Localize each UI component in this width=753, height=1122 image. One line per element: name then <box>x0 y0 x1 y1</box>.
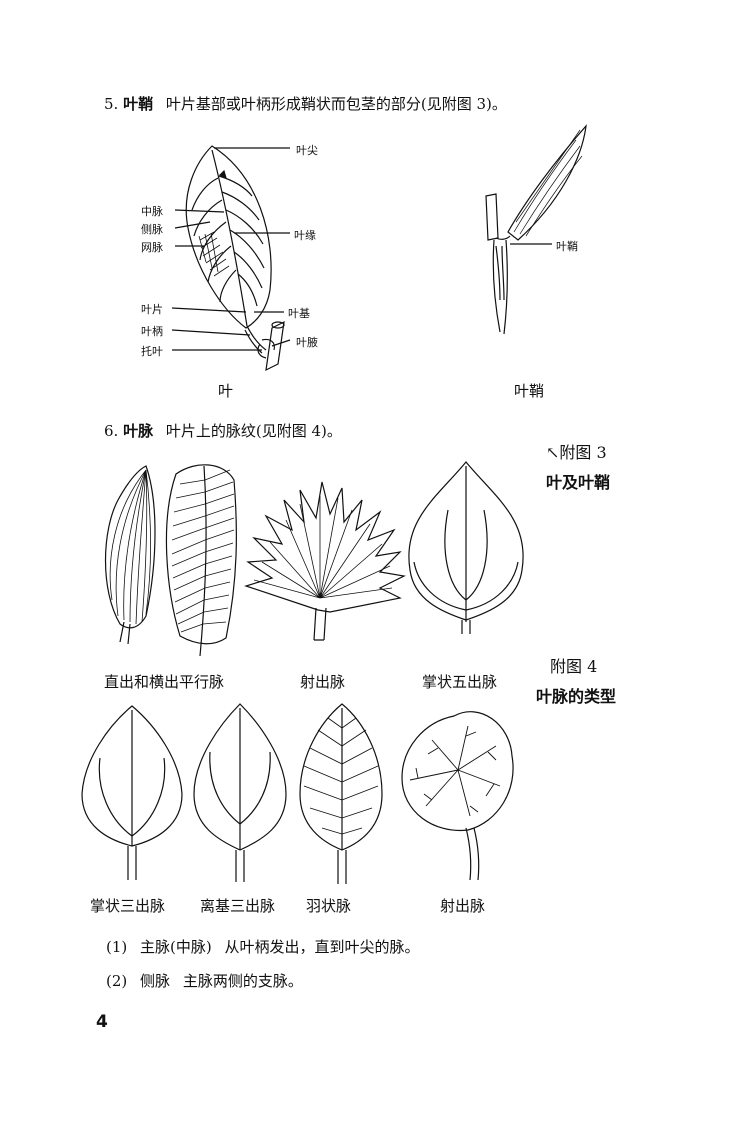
figure-3-title: 叶及叶鞘 <box>546 473 611 492</box>
paragraph-1: (1) 主脉(中脉) 从叶柄发出，直到叶尖的脉。 <box>106 936 420 957</box>
leaf-parallel-2 <box>166 465 236 644</box>
label-leaf-blade: 叶片 <box>141 303 163 316</box>
paragraph-1-term: 主脉(中脉) <box>140 938 212 956</box>
figure-4-title: 叶脉的类型 <box>536 687 617 706</box>
label-leaf-base: 叶基 <box>288 307 310 320</box>
section-6-text: 叶片上的脉纹(见附图 4)。 <box>165 422 342 440</box>
paragraph-2-text: 主脉两侧的支脉。 <box>182 972 303 990</box>
paragraph-1-text: 从叶柄发出，直到叶尖的脉。 <box>224 938 420 956</box>
label-net-vein: 网脉 <box>141 241 163 254</box>
caption-pinnate: 羽状脉 <box>306 897 352 915</box>
section-6-term: 叶脉 <box>123 422 154 440</box>
figure-4-number: 附图 4 <box>550 657 598 676</box>
label-leaf-sheath: 叶鞘 <box>556 240 578 253</box>
paragraph-2: (2) 侧脉 主脉两侧的支脉。 <box>106 970 303 991</box>
caption-leaf: 叶 <box>218 382 234 400</box>
label-stipule: 托叶 <box>141 345 163 358</box>
section-6-heading: 6. 叶脉 叶片上的脉纹(见附图 4)。 <box>104 420 342 441</box>
leaf-midrib <box>212 150 247 326</box>
caption-radiate-veins: 射出脉 <box>300 673 346 691</box>
paragraph-2-number: (2) <box>106 972 128 990</box>
paragraph-1-number: (1) <box>106 938 128 956</box>
figure-3-number: ↖附图 3 <box>546 443 607 462</box>
section-6-number: 6. <box>104 422 119 440</box>
page-number: 4 <box>96 1012 108 1032</box>
label-leaf-tip: 叶尖 <box>296 144 318 157</box>
paragraph-2-term: 侧脉 <box>140 972 171 990</box>
label-midrib: 中脉 <box>141 205 163 218</box>
caption-triple-from-base: 离基三出脉 <box>200 897 276 915</box>
leaf-radiate-1 <box>246 482 404 612</box>
label-leaf-axil: 叶腋 <box>296 336 318 349</box>
section-5-number: 5. <box>104 95 119 113</box>
caption-parallel-veins: 直出和横出平行脉 <box>104 673 225 691</box>
label-petiole: 叶柄 <box>141 325 163 338</box>
leaf-pinnate <box>300 704 382 850</box>
section-5-text: 叶片基部或叶柄形成鞘状而包茎的部分(见附图 3)。 <box>165 95 507 113</box>
sheath-blade <box>508 126 586 240</box>
caption-radiate-veins-2: 射出脉 <box>440 897 486 915</box>
figure-3-caption: ↖附图 3 叶及叶鞘 <box>546 438 610 498</box>
leaf-peltate <box>402 712 513 831</box>
figure-4-caption: 附图 4 叶脉的类型 <box>536 652 616 712</box>
label-lateral-vein: 侧脉 <box>141 223 163 236</box>
leaf-parallel-1 <box>106 466 156 628</box>
caption-palmate-three: 掌状三出脉 <box>90 897 166 915</box>
section-5-term: 叶鞘 <box>123 95 154 113</box>
caption-sheath: 叶鞘 <box>514 382 545 400</box>
label-leaf-margin: 叶缘 <box>294 229 316 242</box>
leaf-outline <box>186 146 271 328</box>
section-5-heading: 5. 叶鞘 叶片基部或叶柄形成鞘状而包茎的部分(见附图 3)。 <box>104 93 507 114</box>
caption-palmate-five: 掌状五出脉 <box>422 673 498 691</box>
